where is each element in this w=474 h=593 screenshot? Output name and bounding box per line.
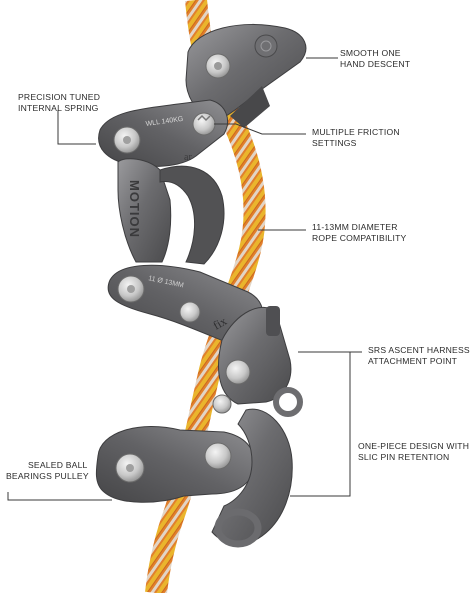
side-plate: MOTION	[117, 158, 225, 265]
callout-rope-compatibility-line2: ROPE COMPATIBILITY	[312, 233, 407, 243]
upper-frame: WLL 140KG ar	[98, 99, 228, 167]
engraving-ar: ar	[184, 152, 192, 163]
callout-smooth-descent-line2: HAND DESCENT	[340, 59, 411, 69]
callout-friction-settings: MULTIPLE FRICTION SETTINGS	[312, 127, 400, 149]
callout-internal-spring-line1: PRECISION TUNED	[18, 92, 101, 102]
callout-srs-ascent-line2: ATTACHMENT POINT	[368, 356, 458, 366]
callout-rope-compatibility-line1: 11-13MM DIAMETER	[312, 222, 398, 232]
callout-srs-ascent-line1: SRS ASCENT HARNESS	[368, 345, 470, 355]
engraving-fix: fix	[211, 314, 230, 333]
callout-sealed-bearings-line2: BEARINGS PULLEY	[6, 471, 89, 481]
callout-smooth-descent-line1: SMOOTH ONE	[340, 48, 401, 58]
callout-lines	[7, 57, 362, 501]
callout-one-piece-design-line1: ONE-PIECE DESIGN WITH	[358, 441, 470, 451]
callout-friction-settings-line1: MULTIPLE FRICTION	[312, 127, 400, 137]
callout-internal-spring: PRECISION TUNED INTERNAL SPRING	[18, 92, 100, 114]
callout-one-piece-design: ONE-PIECE DESIGN WITH SLIC PIN RETENTION	[358, 441, 469, 463]
callout-sealed-bearings-line1: SEALED BALL	[28, 460, 88, 470]
callout-one-piece-design-line2: SLIC PIN RETENTION	[358, 452, 450, 462]
callout-rope-compatibility: 11-13MM DIAMETER ROPE COMPATIBILITY	[312, 222, 406, 244]
engraving-motion: MOTION	[127, 180, 142, 238]
attachment-plate	[212, 306, 303, 417]
lower-frame: 11 Ø 13MM fix	[107, 264, 264, 347]
top-cam	[185, 23, 307, 128]
callout-srs-ascent: SRS ASCENT HARNESS ATTACHMENT POINT	[368, 345, 470, 367]
pulley-assembly	[95, 408, 293, 548]
callout-sealed-bearings: SEALED BALL BEARINGS PULLEY	[6, 460, 89, 482]
callout-friction-settings-line2: SETTINGS	[312, 138, 357, 148]
callout-internal-spring-line2: INTERNAL SPRING	[18, 103, 99, 113]
callout-smooth-descent: SMOOTH ONE HAND DESCENT	[340, 48, 410, 70]
